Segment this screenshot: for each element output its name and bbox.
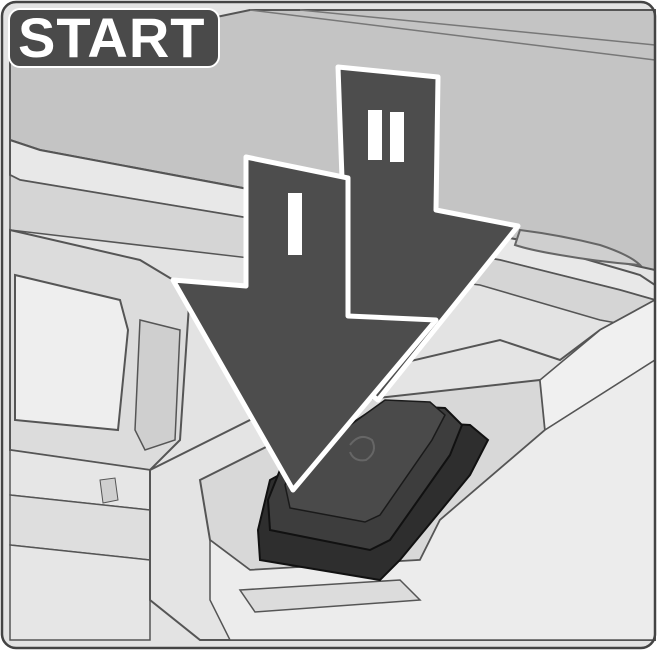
left-screen: [15, 275, 128, 430]
step-label-2-text: II: [368, 108, 404, 162]
step-label-1-text: I: [289, 190, 301, 254]
left-vent: [135, 320, 180, 450]
lower-left-hatch: [100, 478, 118, 503]
start-badge: START: [8, 8, 220, 68]
start-badge-label: START: [18, 4, 206, 72]
lower-left-panel-3: [10, 545, 150, 640]
